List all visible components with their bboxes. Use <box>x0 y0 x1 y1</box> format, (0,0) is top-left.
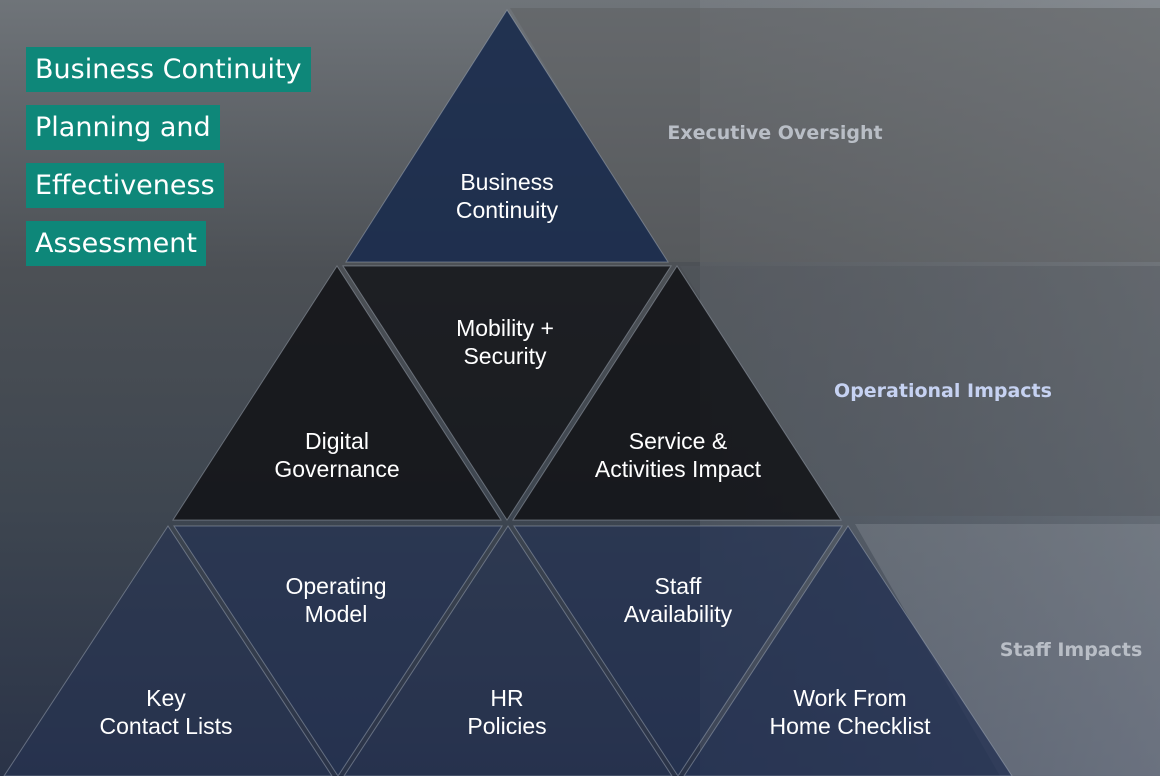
title-line-3: Effectiveness <box>26 163 224 208</box>
triangle-work-from-home-checklist <box>683 525 1013 776</box>
label-service-activities-impact: Service & Activities Impact <box>594 428 762 482</box>
label-digital-governance: Digital Governance <box>274 428 400 482</box>
label-hr-policies: HR Policies <box>467 685 547 739</box>
triangle-service-activities-impact <box>512 265 842 521</box>
label-operating-model: Operating Model <box>285 573 387 627</box>
triangle-operating-model <box>173 525 503 776</box>
triangle-hr-policies <box>343 525 673 776</box>
tier-band-top <box>510 8 1160 262</box>
tier-label-executive-oversight: Executive Oversight <box>667 122 883 144</box>
label-work-from-home-checklist: Work From Home Checklist <box>769 685 931 739</box>
tier-label-staff-impacts: Staff Impacts <box>999 639 1143 661</box>
title-line-1: Business Continuity <box>26 47 311 92</box>
triangle-staff-availability <box>513 525 843 776</box>
label-business-continuity: Business Continuity <box>455 169 559 223</box>
title-line-4: Assessment <box>26 221 206 266</box>
tier-label-operational-impacts: Operational Impacts <box>834 380 1052 402</box>
label-key-contact-lists: Key Contact Lists <box>99 685 233 739</box>
label-mobility-security: Mobility + Security <box>456 315 554 369</box>
label-staff-availability: Staff Availability <box>623 573 733 627</box>
tier-band-middle <box>680 266 1160 516</box>
triangle-mobility-security <box>342 265 672 521</box>
tier-band-bottom <box>855 524 1160 776</box>
triangle-digital-governance <box>172 265 502 521</box>
triangle-business-continuity <box>345 9 669 263</box>
triangle-key-contact-lists <box>3 525 333 776</box>
title-line-2: Planning and <box>26 105 220 150</box>
